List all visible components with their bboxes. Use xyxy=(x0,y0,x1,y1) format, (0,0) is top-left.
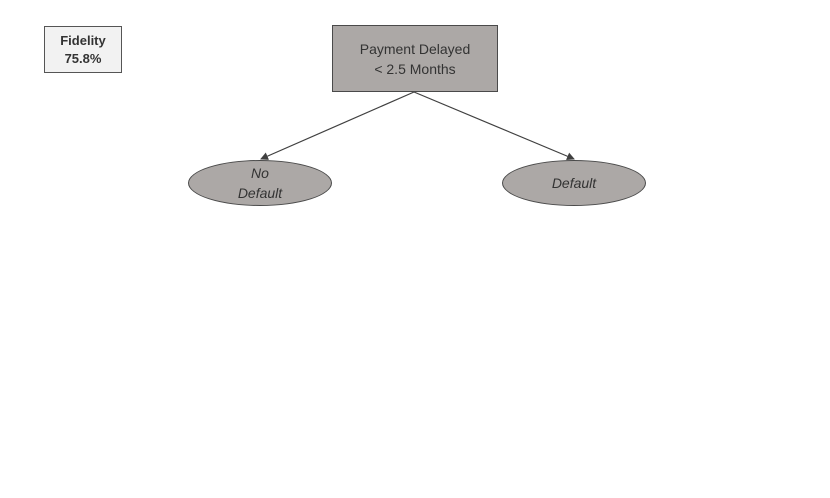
root-line-1: Payment Delayed xyxy=(359,40,471,57)
edge-root-to-default xyxy=(413,91,575,160)
fidelity-badge: Fidelity 75.8% xyxy=(44,26,122,73)
leaf-default: Default xyxy=(502,160,646,206)
root-decision-node: Payment Delayed < 2.5 Months xyxy=(332,25,498,92)
leaf-no-default: No Default xyxy=(188,160,332,206)
leaf-left-line-2: Default xyxy=(237,185,283,201)
edge-root-to-no-default xyxy=(260,91,415,160)
fidelity-label: Fidelity xyxy=(60,32,106,48)
leaf-right-line-1: Default xyxy=(551,175,597,191)
leaf-left-line-1: No xyxy=(251,165,269,181)
fidelity-value: 75.8% xyxy=(64,50,102,66)
root-line-2: < 2.5 Months xyxy=(374,60,456,77)
